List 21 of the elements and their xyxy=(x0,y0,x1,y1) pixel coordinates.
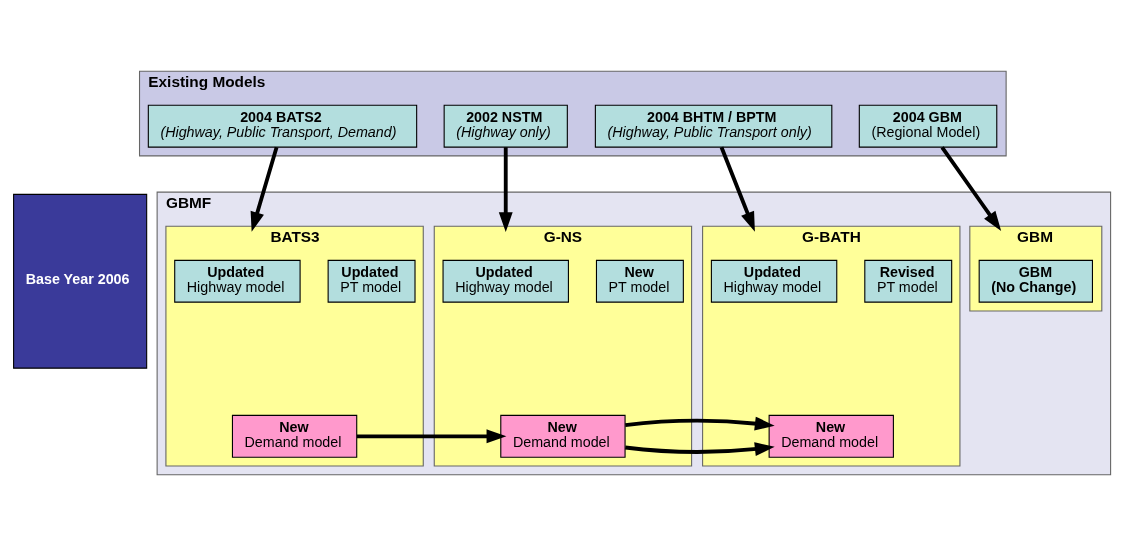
node-box: 2004 BATS2 (Highway, Public Transport, Demand) xyxy=(147,104,418,148)
node-box: New Demand model xyxy=(768,414,894,458)
node-box: 2004 BHTM / BPTM (Highway, Public Transport only) xyxy=(594,104,833,148)
node-box: GBM (No Change) xyxy=(978,259,1093,303)
arrow xyxy=(940,145,1002,231)
node-box: New PT model xyxy=(595,259,684,303)
node-box: Revised PT model xyxy=(864,259,953,303)
node-box: Updated Highway model xyxy=(442,259,569,303)
node-box: 2004 GBM (Regional Model) xyxy=(858,104,998,148)
node-box: Updated PT model xyxy=(327,259,416,303)
node-box: New Demand model xyxy=(500,414,626,458)
node-box: New Demand model xyxy=(231,414,358,458)
node-box: 2002 NSTM (Highway only) xyxy=(443,104,568,148)
node-box: Base Year 2006 xyxy=(13,193,148,369)
arrow xyxy=(250,146,279,232)
node-box: Updated Highway model xyxy=(710,259,838,303)
arrow xyxy=(356,428,507,443)
arrow xyxy=(498,146,513,232)
node-box: Updated Highway model xyxy=(174,259,301,303)
arrow xyxy=(719,146,755,232)
arrow xyxy=(625,416,775,456)
